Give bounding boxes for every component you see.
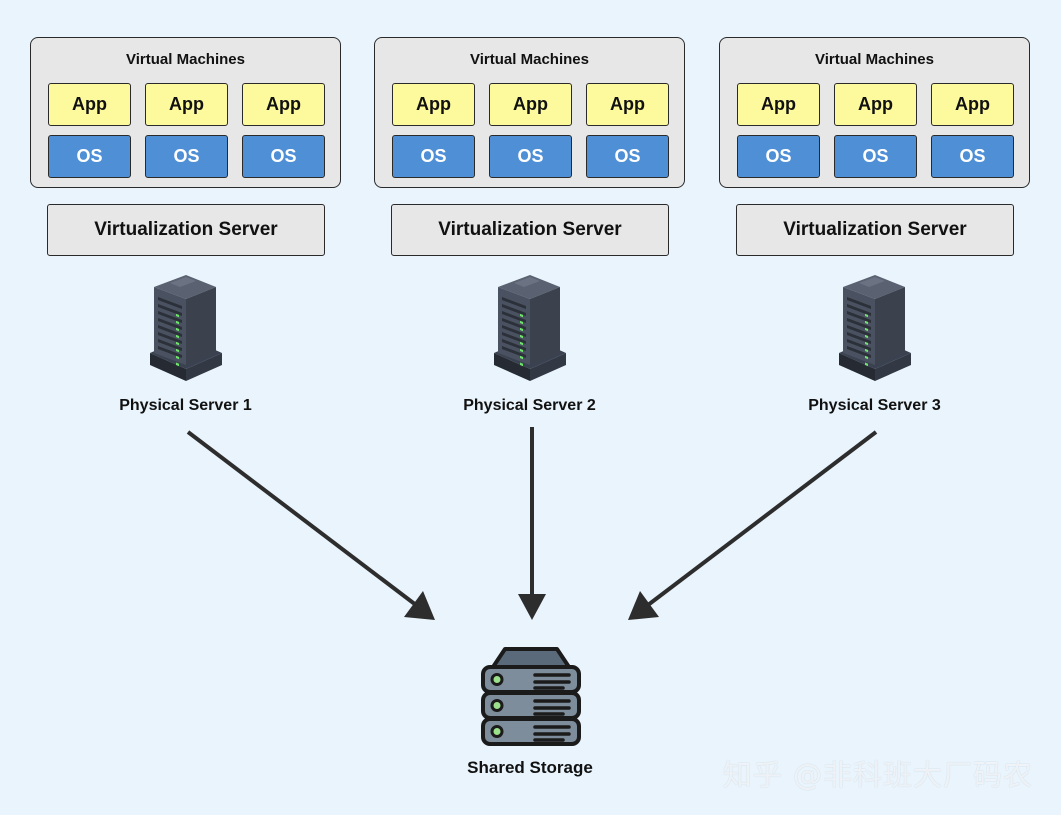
- app-box: App: [48, 83, 131, 126]
- shared-storage-label: Shared Storage: [467, 758, 593, 777]
- arrow-server3-to-storage: [646, 430, 878, 607]
- arrow-server1-to-storage: [186, 430, 418, 607]
- vm-group-title: Virtual Machines: [126, 51, 245, 68]
- os-box: OS: [931, 135, 1014, 178]
- watermark: 知乎 @非科班大厂码农: [722, 758, 1033, 792]
- virtualization-server-box: Virtualization Server: [391, 204, 669, 256]
- os-box: OS: [392, 135, 475, 178]
- rack-server-icon: [150, 273, 222, 385]
- os-box: OS: [586, 135, 669, 178]
- vm-group: Virtual Machines App App App OS OS OS: [30, 37, 341, 188]
- virtualization-server-box: Virtualization Server: [47, 204, 325, 256]
- app-box: App: [489, 83, 572, 126]
- arrowhead-2: [518, 594, 546, 620]
- os-box: OS: [242, 135, 325, 178]
- os-box: OS: [145, 135, 228, 178]
- app-box: App: [586, 83, 669, 126]
- storage-icon: [481, 647, 581, 746]
- vm-group-title: Virtual Machines: [470, 51, 589, 68]
- vm-group: Virtual Machines App App App OS OS OS: [719, 37, 1030, 188]
- app-box: App: [737, 83, 820, 126]
- virtualization-server-box: Virtualization Server: [736, 204, 1014, 256]
- column-3: Virtual Machines App App App OS OS OS Vi…: [719, 0, 1033, 420]
- physical-server-label: Physical Server 3: [808, 397, 941, 414]
- arrowhead-1: [404, 591, 435, 620]
- arrowhead-3: [628, 591, 659, 620]
- os-box: OS: [834, 135, 917, 178]
- app-box: App: [145, 83, 228, 126]
- os-box: OS: [48, 135, 131, 178]
- vm-group: Virtual Machines App App App OS OS OS: [374, 37, 685, 188]
- app-box: App: [931, 83, 1014, 126]
- column-2: Virtual Machines App App App OS OS OS Vi…: [374, 0, 688, 420]
- physical-server-label: Physical Server 2: [463, 397, 596, 414]
- vm-group-title: Virtual Machines: [815, 51, 934, 68]
- app-box: App: [392, 83, 475, 126]
- rack-server-icon: [839, 273, 911, 385]
- os-box: OS: [737, 135, 820, 178]
- app-box: App: [834, 83, 917, 126]
- column-1: Virtual Machines App App App OS OS OS Vi…: [30, 0, 344, 420]
- rack-server-icon: [494, 273, 566, 385]
- os-box: OS: [489, 135, 572, 178]
- physical-server-label: Physical Server 1: [119, 397, 252, 414]
- app-box: App: [242, 83, 325, 126]
